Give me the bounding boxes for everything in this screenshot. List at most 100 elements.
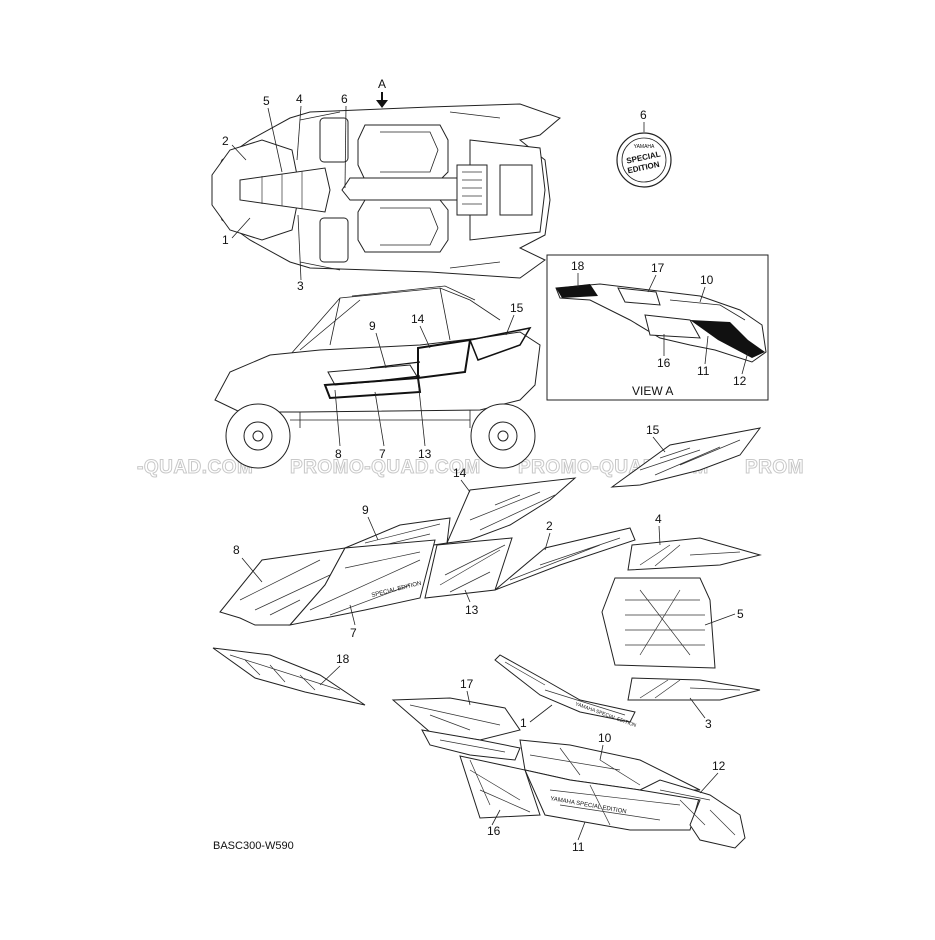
callout-4-decal: 4 (655, 512, 662, 526)
callout-9: 9 (369, 319, 376, 333)
callout-1: 1 (222, 233, 229, 247)
leader-line (374, 391, 385, 447)
callout-1-decal: 1 (520, 716, 527, 730)
callout-3: 3 (297, 279, 304, 293)
decal-14-pattern (469, 491, 556, 531)
callout-18-decal: 18 (336, 652, 350, 666)
callout-6-emblem: 6 (640, 108, 647, 122)
engine-cover-ribs (462, 171, 482, 205)
watermark-text: PROMO-QUAD.COM (290, 457, 481, 478)
view-a-decal-11 (690, 320, 765, 358)
leader-line (491, 809, 501, 826)
callout-14: 14 (411, 312, 425, 326)
leader-line (297, 214, 302, 281)
leader-line (689, 697, 706, 719)
callout-13-decal: 13 (465, 603, 479, 617)
leader-line (460, 479, 471, 493)
leader-line (464, 589, 471, 603)
decal-18 (212, 647, 366, 706)
side-decal-14 (417, 338, 472, 380)
decal-4-pattern (639, 544, 741, 567)
decal-4 (627, 537, 762, 571)
exploded-decals: 15 14 9 8 SPECIAL EDITION 7 13 2 (212, 423, 762, 854)
arrow-head-icon (376, 100, 388, 108)
leader-line (419, 325, 431, 349)
leader-line (375, 332, 387, 369)
decal-5-pattern (625, 589, 705, 656)
decal-15-pattern (639, 439, 741, 476)
callout-7-decal: 7 (350, 626, 357, 640)
callout-16-decal: 16 (487, 824, 501, 838)
leader-line (699, 772, 719, 794)
leader-line (505, 314, 515, 336)
callout-14-decal: 14 (453, 466, 467, 480)
emblem-inner-ring (621, 137, 667, 183)
decal-13-pattern (439, 544, 506, 593)
callout-17-viewa: 17 (651, 261, 665, 275)
decal-17 (391, 697, 521, 741)
callout-17-decal: 17 (460, 677, 474, 691)
decal-12-pattern (659, 789, 736, 836)
decal-3 (627, 677, 761, 701)
decal-7 (288, 539, 436, 626)
leader-line (529, 704, 553, 723)
decal-17-pattern (409, 704, 506, 753)
seat-right (357, 199, 449, 253)
leader-line (658, 525, 661, 546)
front-wheel-cap (252, 430, 264, 442)
frame-underside (290, 410, 471, 428)
watermark-text: PROM (745, 457, 804, 478)
callout-15-decal: 15 (646, 423, 660, 437)
decal-15 (610, 427, 762, 488)
vehicle-side-view (214, 285, 541, 469)
leader-line (466, 690, 471, 706)
view-a-decal-18 (556, 284, 598, 298)
leader-line (367, 516, 379, 541)
leader-line (231, 144, 247, 161)
callout-12-decal: 12 (712, 759, 726, 773)
leader-line (652, 436, 666, 453)
drawing-code: BASC300-W590 (213, 840, 294, 852)
callout-9-decal: 9 (362, 503, 369, 517)
leader-line (296, 105, 302, 161)
leader-line (599, 744, 604, 761)
watermark-text: -QUAD.COM (137, 457, 253, 478)
decal-16-pattern (469, 759, 531, 813)
view-a-label: VIEW A (632, 384, 673, 398)
decal-14 (446, 477, 577, 544)
leader-line (577, 821, 586, 841)
callouts-side-view: 9 14 15 8 7 13 (334, 301, 524, 461)
hood-strip-lines (261, 171, 303, 209)
callout-8-decal: 8 (233, 543, 240, 557)
emblem-badge: 6 YAMAHA SPECIAL EDITION (616, 108, 672, 188)
callout-2: 2 (222, 134, 229, 148)
view-marker-label: A (378, 77, 386, 91)
decal-18-pattern (229, 654, 341, 691)
leader-line (544, 532, 551, 551)
decal-17b (421, 729, 521, 761)
decal-12 (638, 779, 746, 849)
callout-12-viewa: 12 (733, 374, 747, 388)
callout-8: 8 (335, 447, 342, 461)
callout-7: 7 (379, 447, 386, 461)
callout-10-decal: 10 (598, 731, 612, 745)
callouts-top-view: 5 4 6 2 1 3 (222, 92, 348, 293)
callout-11-viewa: 11 (697, 364, 710, 378)
engine-cover (456, 164, 488, 216)
view-a-decal-17 (617, 287, 661, 306)
view-a-decal-10 (669, 299, 746, 321)
decal-2-pattern (509, 537, 621, 581)
rear-cargo-box (499, 164, 533, 216)
rear-wheel-cap (497, 430, 509, 442)
leader-line (704, 613, 736, 626)
seat-contours (380, 131, 439, 246)
callout-18-viewa: 18 (571, 259, 585, 273)
callout-6: 6 (341, 92, 348, 106)
leader-line (344, 105, 347, 189)
roll-cage (289, 287, 501, 356)
decal-3-pattern (639, 679, 741, 699)
decal-1 (494, 654, 636, 723)
leader-line (417, 379, 426, 447)
